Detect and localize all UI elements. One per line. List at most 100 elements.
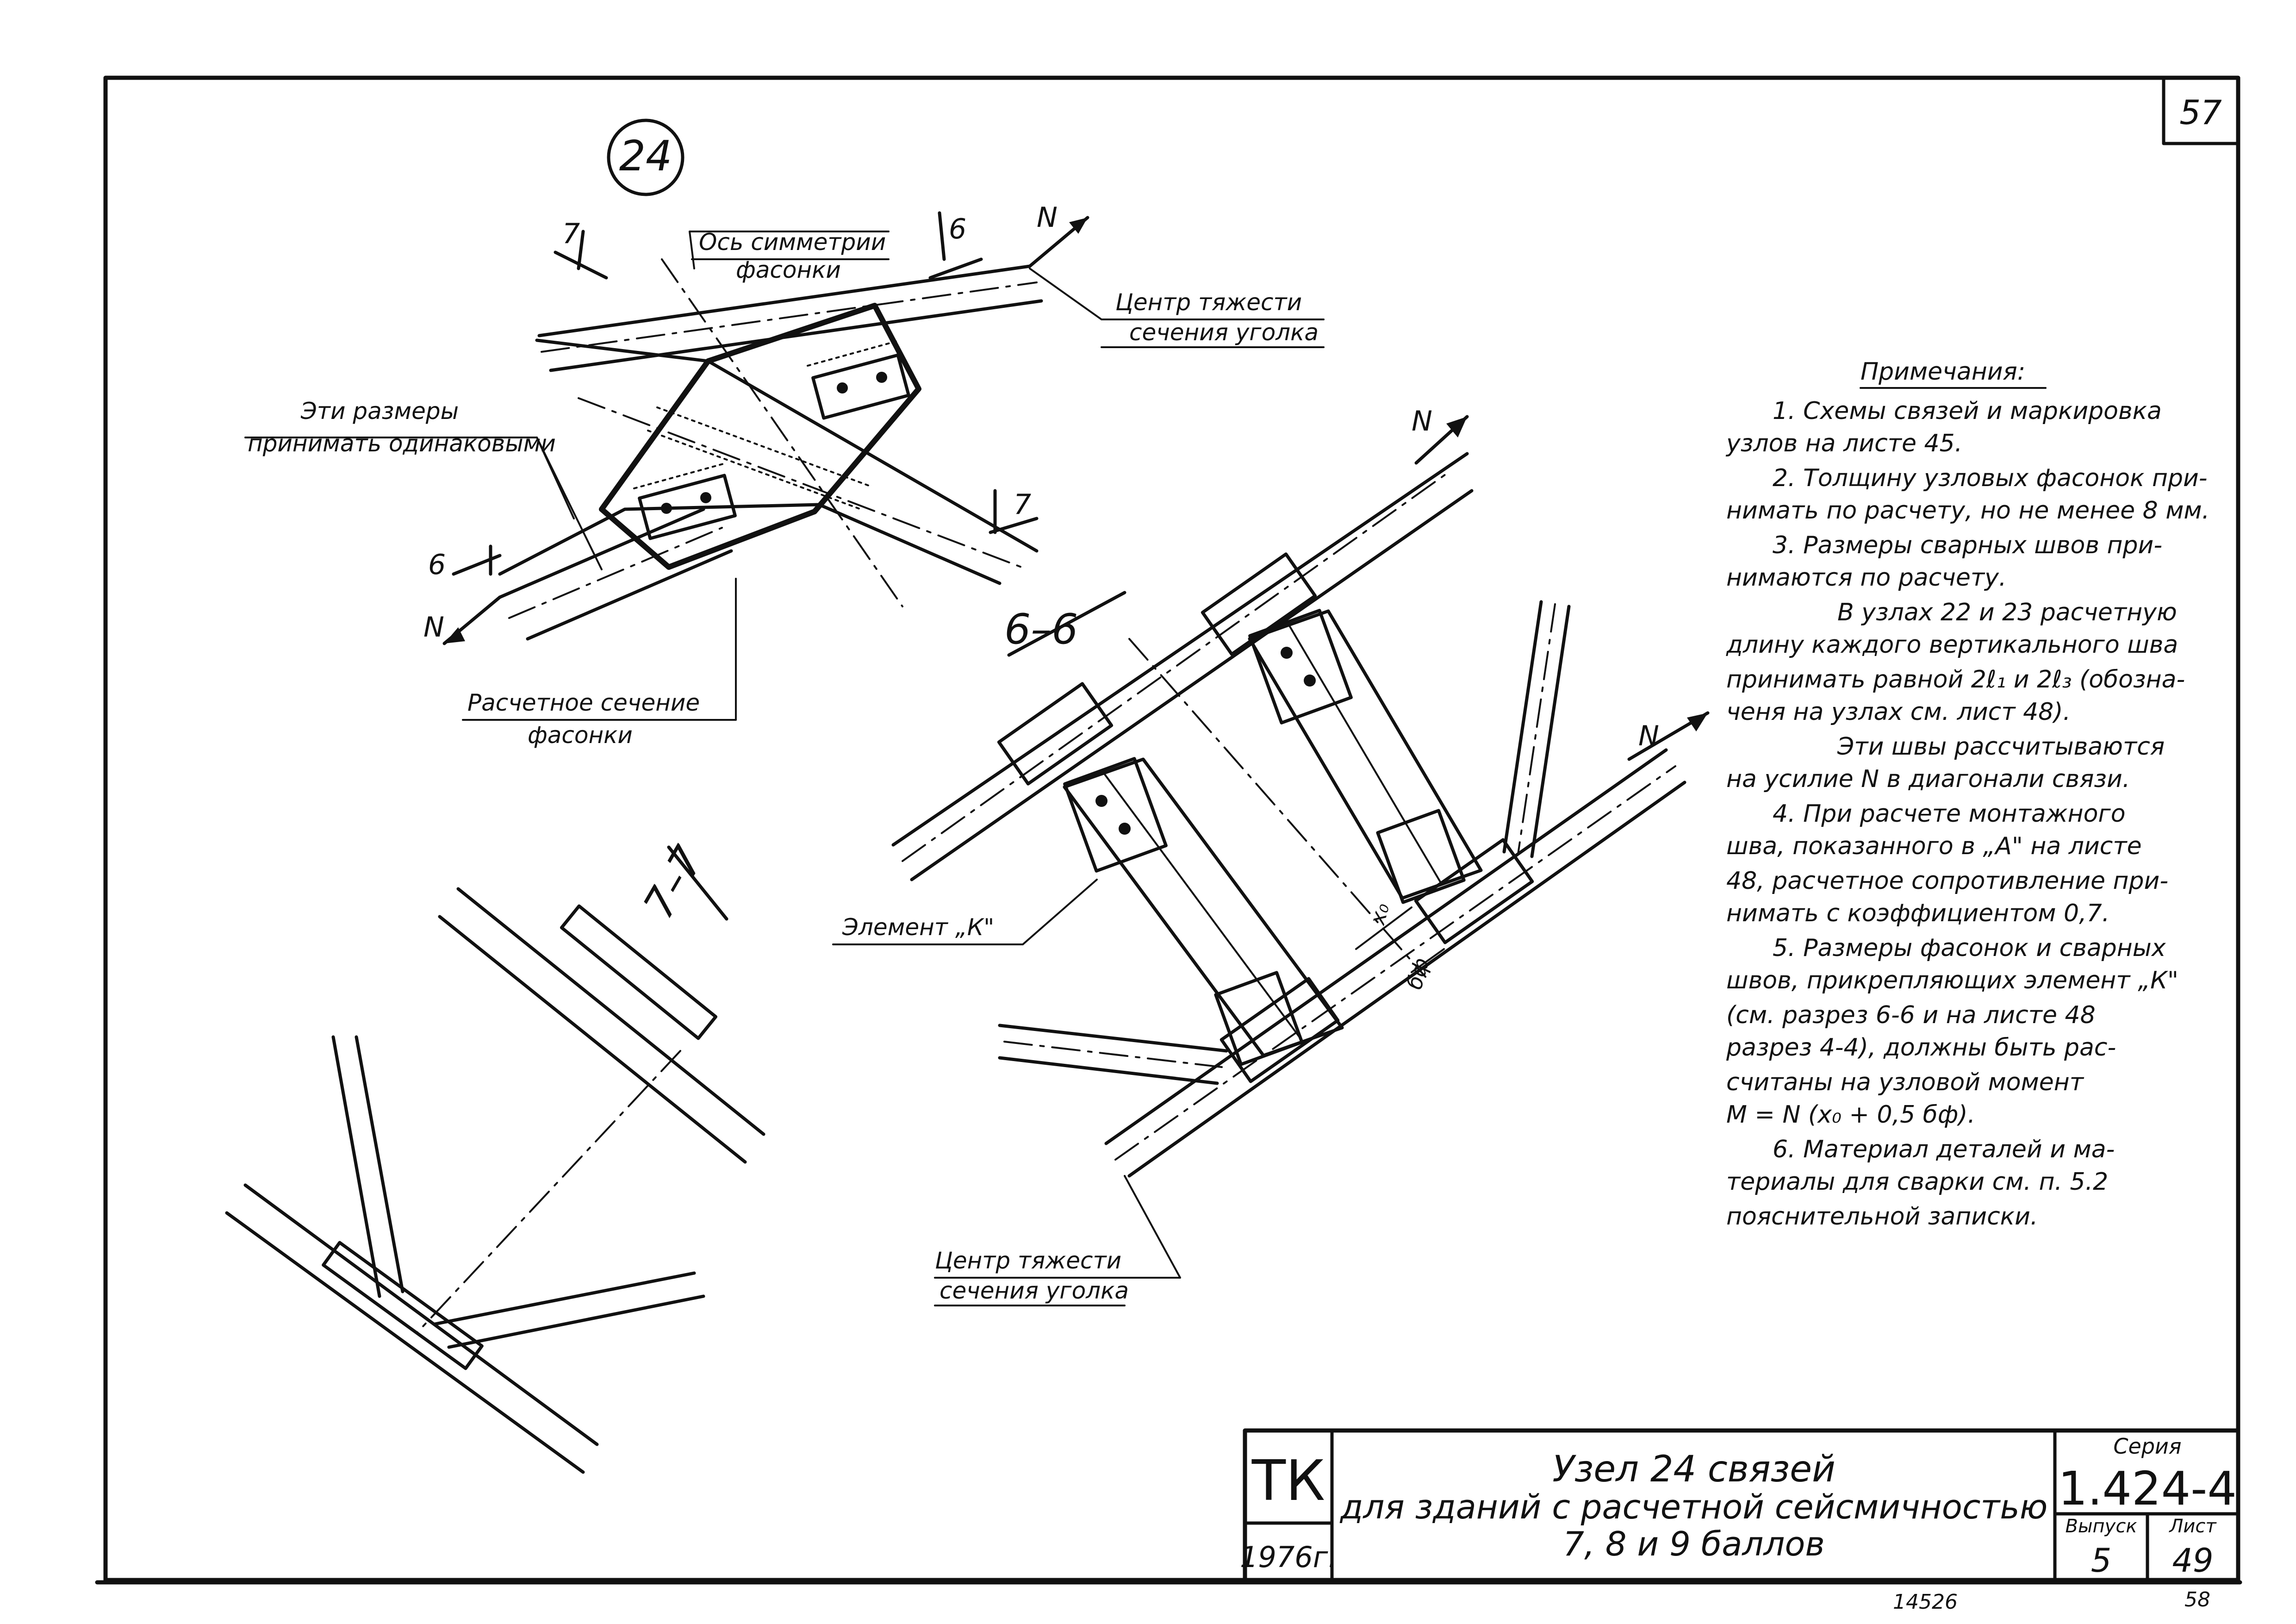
sheet-value: 49 [2172,1542,2213,1580]
note-line: шва, показанного в „А" на листе [1726,832,2142,860]
svg-text:N: N [423,611,444,643]
gusset-plate [1414,838,1534,944]
svg-text:7: 7 [562,218,580,250]
gusset-plate [1220,977,1340,1083]
section-7-7: 7–7 [225,838,765,1474]
cut-marker-7-top: 7 [554,218,608,280]
drawing-title-line3: 7, 8 и 9 баллов [1563,1524,1825,1563]
angle-member-upper [537,264,1043,372]
issue-label: Выпуск [2066,1516,2137,1537]
svg-text:N: N [1638,720,1659,752]
chord-7-7-upper [438,887,765,1164]
force-arrow-6-6-right: N [1627,711,1710,761]
bolt-icon [1304,675,1316,687]
force-arrow-bottom: N [423,595,502,645]
cut-marker-6-top: 6 [928,211,983,280]
section-6-6: 6–6 [832,405,1710,1306]
note-line: длину каждого вертикального шва [1726,631,2178,659]
leader-design-section [462,578,737,721]
note-line: нимать по расчету, но не менее 8 мм. [1726,497,2209,525]
series-label: Серия [2113,1434,2181,1459]
label-same-dims-1: Эти размеры [300,398,459,425]
brace-right [1502,600,1571,858]
note-line: 5. Размеры фасонок и сварных [1773,934,2166,962]
note-line: 6. Материал деталей и ма- [1773,1136,2115,1163]
svg-text:6: 6 [949,213,966,245]
gusset-plate [1201,552,1317,656]
title-block: ТК 1976г. Узел 24 связей для зданий с ра… [1240,1428,2240,1582]
drawing-title-line1: Узел 24 связей [1552,1449,1836,1490]
bottom-right-number: 58 [2184,1588,2210,1612]
angle-member-lower [498,507,733,641]
svg-text:N: N [1412,405,1432,437]
note-line: Эти швы рассчитываются [1837,733,2165,761]
view-24: Ось симметрии фасонки Центр тяжести сече… [244,201,1325,749]
note-line: считаны на узловой момент [1726,1068,2084,1096]
brace-7-7-horizontal [433,1271,705,1349]
brace-left [998,1024,1228,1085]
note-line: швов, прикрепляющих элемент „К" [1726,967,2178,994]
page-number-box [2162,76,2240,145]
label-centroid-1: Центр тяжести [1115,289,1302,316]
label-same-dims-2: принимать одинаковыми [248,430,556,457]
cut-marker-7-bottom: 7 [989,488,1039,534]
bolt-icon [876,372,887,383]
drawing-title-line2: для зданий с расчетной сейсмичностью [1339,1487,2048,1526]
chord-lower [1104,748,1686,1178]
element-k-left [1063,757,1344,1066]
page-number: 57 [2179,93,2222,132]
svg-text:N: N [1037,201,1058,234]
note-line: териалы для сварки см. п. 5.2 [1726,1168,2108,1196]
leader-centroid [1029,268,1325,320]
note-line: 48, расчетное сопротивление при- [1726,867,2168,895]
notes-block: Примечания: 1. Схемы связей и маркировка… [1725,358,2209,1230]
bolt-plate-upper [807,339,910,420]
brace-7-7-vertical [331,1035,404,1298]
org-code: ТК [1251,1449,1325,1513]
force-arrow-top: N [1028,201,1089,268]
notes-heading: Примечания: [1860,358,2025,386]
note-line: В узлах 22 и 23 расчетную [1837,599,2177,626]
note-line: разрез 4-4), должны быть рас- [1726,1034,2116,1062]
note-line: 1. Схемы связей и маркировка [1773,397,2162,425]
note-line: нимаются по расчету. [1726,564,2006,592]
series-value: 1.424-4 [2058,1462,2237,1516]
bolt-icon [700,492,711,503]
gusset-plate [599,303,921,570]
chord-7-7-lower [225,1183,599,1474]
bolt-icon [837,382,848,394]
cut-marker-6-bottom: 6 [428,544,502,581]
note-line: (см. разрез 6-6 и на листе 48 [1726,1001,2096,1029]
label-element-k: Элемент „К" [842,914,994,941]
note-line: нимать с коэффициентом 0,7. [1726,899,2109,927]
note-line: пояснительной записки. [1726,1203,2038,1230]
chord-upper [891,452,1474,881]
label-symmetry-axis-2: фасонки [736,256,841,283]
bolt-plate-lower [633,462,737,540]
label-centroid-bottom-1: Центр тяжести [935,1247,1121,1274]
note-line: ченя на узлах см. лист 48). [1726,698,2071,726]
note-line: 2. Толщину узловых фасонок при- [1773,464,2208,492]
node-label: 24 [619,132,672,181]
bolt-icon [1281,647,1293,659]
sheet-label: Лист [2168,1516,2217,1537]
note-line: на усилие N в диагонали связи. [1726,765,2130,793]
weld-seam [647,430,862,510]
bolt-icon [661,503,672,514]
leader-centroid-bottom [934,1175,1181,1279]
leader-symmetry-axis [689,231,890,269]
label-design-section-1: Расчетное сечение [467,689,700,716]
section-6-6-title: 6–6 [1004,605,1078,654]
node-badge: 24 [607,119,684,196]
note-line: узлов на листе 45. [1725,430,1962,457]
issue-value: 5 [2091,1542,2112,1580]
note-line: 4. При расчете монтажного [1773,800,2126,828]
axis-line [416,1050,681,1334]
label-design-section-2: фасонки [528,722,633,749]
note-line: M = N (x₀ + 0,5 бф). [1726,1101,1975,1129]
angle-member-main [498,338,1039,585]
gusset-plate [997,682,1114,786]
sheet-frame: 57 [95,75,2242,1585]
svg-text:бф: бф [1401,955,1434,992]
leader-element-k [832,879,1098,945]
